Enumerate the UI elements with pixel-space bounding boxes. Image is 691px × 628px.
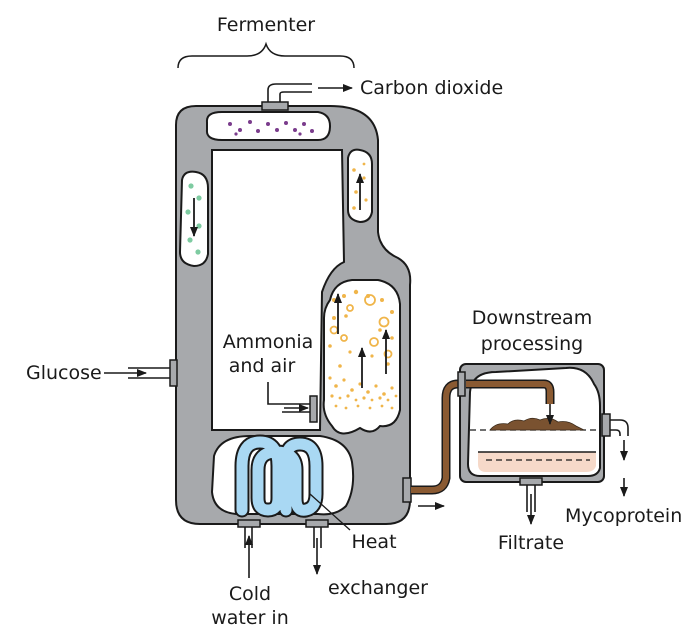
glucose-inlet [104,359,178,387]
gold-bubbles-large [329,294,393,359]
downstream-unit [457,363,629,525]
label-exchanger: exchanger [328,577,428,599]
label-downstream-2: processing [481,333,583,355]
ammonia-inlet [267,382,318,423]
co2-outlet [261,83,353,111]
purple-particles [228,120,314,136]
label-carbon-dioxide: Carbon dioxide [360,77,503,99]
label-ammonia-1: Ammonia [223,331,314,353]
cold-water-pipes [237,519,329,578]
label-water-in: water in [211,607,289,628]
label-fermenter: Fermenter [217,14,315,36]
label-cold: Cold [229,583,271,605]
vessel-inner-window [211,149,346,431]
heat-exchanger-coil [234,434,324,518]
mycoprotein-sediment [489,417,585,431]
label-filtrate: Filtrate [498,532,564,554]
label-glucose: Glucose [26,362,102,384]
label-heat: Heat [351,531,396,553]
label-downstream-1: Downstream [472,307,592,329]
label-ammonia-2: and air [229,355,296,377]
heat-exchanger-leader [309,493,351,531]
label-mycoprotein: Mycoprotein [565,505,682,527]
top-chamber [205,111,332,141]
outlet-pipe [402,379,466,510]
fermenter-brace [177,41,355,69]
gold-bubbles [328,289,398,410]
